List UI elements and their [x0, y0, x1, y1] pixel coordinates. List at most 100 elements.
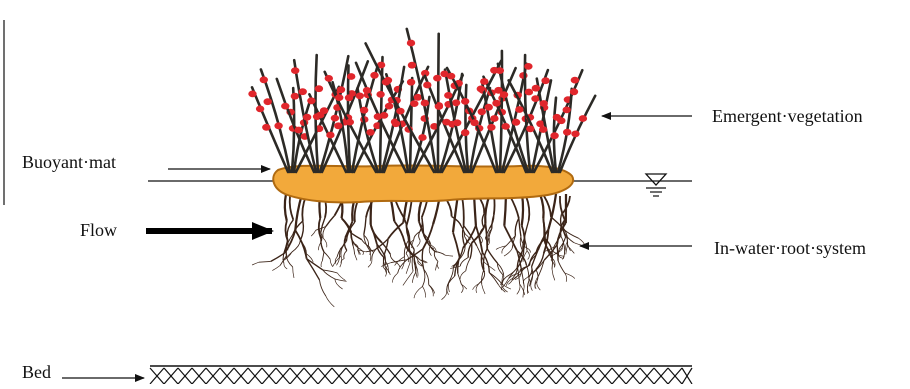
bed-layer [150, 366, 692, 384]
root-strand [423, 269, 425, 287]
flower-bud [525, 89, 533, 96]
root-strand [393, 273, 398, 283]
root-strand [417, 240, 420, 246]
root-strand [259, 261, 271, 262]
root-strand [559, 255, 565, 257]
flower-bud [452, 99, 460, 106]
flower-bud [407, 40, 415, 47]
flower-bud [281, 103, 289, 110]
root-strand [318, 243, 320, 250]
flower-bud [571, 77, 579, 84]
root-strand [544, 196, 551, 217]
flower-bud [515, 106, 523, 113]
root-strand [557, 245, 558, 261]
root-strand [527, 251, 529, 260]
flower-bud [260, 76, 268, 83]
root-strand [460, 271, 465, 279]
root-strand [458, 274, 462, 285]
plant-stem [410, 78, 412, 172]
flower-bud [316, 112, 324, 119]
root-strand [492, 215, 494, 229]
flower-bud [307, 97, 315, 104]
root-strand [507, 267, 518, 277]
flower-bud [337, 86, 345, 93]
root-strand [423, 286, 426, 297]
root-strand [527, 265, 529, 280]
flower-bud [485, 104, 493, 111]
root-strand [453, 232, 460, 257]
flower-bud [500, 91, 508, 98]
flower-bud [299, 88, 307, 95]
root-strand [353, 246, 355, 255]
root-strand [552, 269, 555, 280]
root-strand [272, 266, 280, 271]
flower-bud [345, 94, 353, 101]
flower-bud [303, 114, 311, 121]
root-strand [445, 255, 453, 256]
flower-bud [356, 93, 364, 100]
root-strand [507, 278, 513, 286]
flower-bud [579, 115, 587, 122]
root-strand [482, 270, 484, 285]
root-strand [462, 196, 464, 226]
flower-bud [408, 62, 416, 69]
root-strand [351, 233, 362, 240]
root-strand [324, 252, 330, 259]
flower-bud [382, 79, 390, 86]
root-strand [292, 241, 301, 253]
root-strand [517, 284, 520, 295]
flower-bud [453, 119, 461, 126]
flower-bud [512, 119, 520, 126]
root-strand [565, 273, 567, 282]
flower-bud [570, 88, 578, 95]
root-strand [482, 284, 485, 294]
flower-bud [461, 98, 469, 105]
flower-bud [447, 73, 455, 80]
root-strand [526, 196, 529, 221]
emergent-vegetation-label: Emergent·vegetation [712, 106, 863, 127]
root-strand [429, 285, 434, 297]
flower-bud [370, 72, 378, 79]
root-strand [442, 290, 447, 300]
root-strand [406, 254, 409, 263]
flower-bud [487, 124, 495, 131]
flower-bud [435, 103, 443, 110]
root-strand [540, 194, 544, 219]
root-strand [558, 261, 565, 273]
flower-bud [444, 92, 452, 99]
bed-crosshatch [150, 368, 692, 384]
root-strand [321, 218, 325, 233]
root-strand [364, 217, 366, 235]
root-strand [326, 296, 335, 307]
root-strand [394, 221, 404, 241]
root-strand [388, 265, 389, 273]
flower-bud [421, 100, 429, 107]
flower-bud [461, 129, 469, 136]
bed-label: Bed [22, 362, 51, 383]
flower-bud [374, 113, 382, 120]
flower-bud [418, 134, 426, 141]
root-strand [326, 216, 335, 227]
root-strand [360, 249, 363, 255]
root-strand [414, 286, 423, 298]
root-strand [466, 259, 470, 271]
root-strand [293, 267, 294, 278]
flower-bud [423, 82, 431, 89]
root-strand [390, 254, 396, 262]
plant-stem [465, 85, 468, 172]
root-strand [398, 260, 407, 273]
root-strand [568, 246, 575, 254]
flower-bud [414, 94, 422, 101]
flower-bud [519, 72, 527, 79]
flower-bud [442, 119, 450, 126]
flower-bud [347, 73, 355, 80]
flower-bud [363, 87, 371, 94]
flower-bud [524, 63, 532, 70]
root-strand [422, 249, 423, 269]
root-strand [323, 226, 326, 238]
root-strand [320, 280, 326, 296]
flower-bud [264, 98, 272, 105]
root-strand [344, 251, 347, 259]
flower-bud [553, 114, 561, 121]
